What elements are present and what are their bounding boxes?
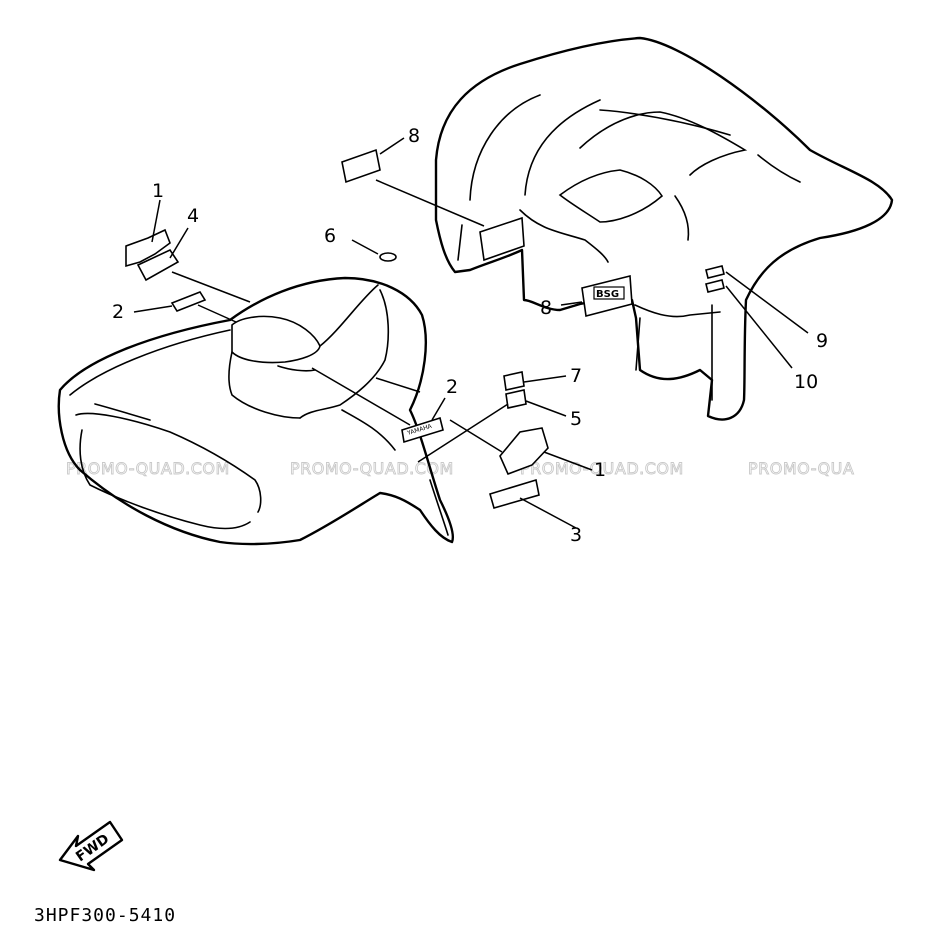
decal-1-front	[125, 228, 171, 268]
callout-8-side: 8	[540, 297, 552, 319]
callout-9: 9	[816, 330, 828, 352]
decal-2-yamaha: YAMAHA	[401, 416, 444, 444]
watermark-3: PROMO-QUAD.COM	[520, 459, 684, 478]
callout-1-front: 1	[152, 180, 164, 202]
watermark-1: PROMO-QUAD.COM	[66, 459, 230, 478]
callout-7: 7	[570, 365, 582, 387]
decal-1-mid	[499, 427, 549, 476]
rear-fender	[434, 36, 894, 421]
watermark-4: PROMO-QUA	[748, 459, 854, 478]
callout-2-front: 2	[112, 301, 124, 323]
callout-6: 6	[324, 225, 336, 247]
callout-8-top: 8	[408, 125, 420, 147]
decal-5	[505, 389, 527, 409]
decal-8-side-insert	[479, 216, 525, 262]
callout-10: 10	[794, 371, 818, 393]
callout-4: 4	[187, 205, 199, 227]
callout-3: 3	[570, 524, 582, 546]
decal-2-front	[170, 291, 207, 312]
badge-text: BSG	[596, 289, 619, 300]
watermark-2: PROMO-QUAD.COM	[290, 459, 454, 478]
decal-7	[503, 371, 525, 391]
front-fender	[57, 276, 454, 546]
fwd-arrow-icon: FWD	[58, 820, 124, 872]
badge-bsg: BSG	[593, 286, 625, 300]
decal-8-top	[341, 148, 381, 184]
diagram-code: 3HPF300-5410	[34, 905, 176, 926]
watermark-row: PROMO-QUAD.COM PROMO-QUAD.COM PROMO-QUAD…	[66, 459, 855, 479]
decal-10	[705, 279, 725, 293]
callout-1-mid: 1	[594, 459, 606, 481]
decal-6	[379, 252, 397, 262]
decals: BSG YAMAHA	[125, 148, 725, 509]
decal-4	[136, 248, 180, 282]
decal-9	[705, 265, 725, 279]
leader-lines	[133, 137, 809, 529]
decal-3	[489, 478, 540, 509]
callouts: 1 4 2 6 8 8 2 7 5 1 3 9 10	[112, 125, 828, 546]
callout-2-mid: 2	[446, 376, 458, 398]
callout-5: 5	[570, 408, 582, 430]
